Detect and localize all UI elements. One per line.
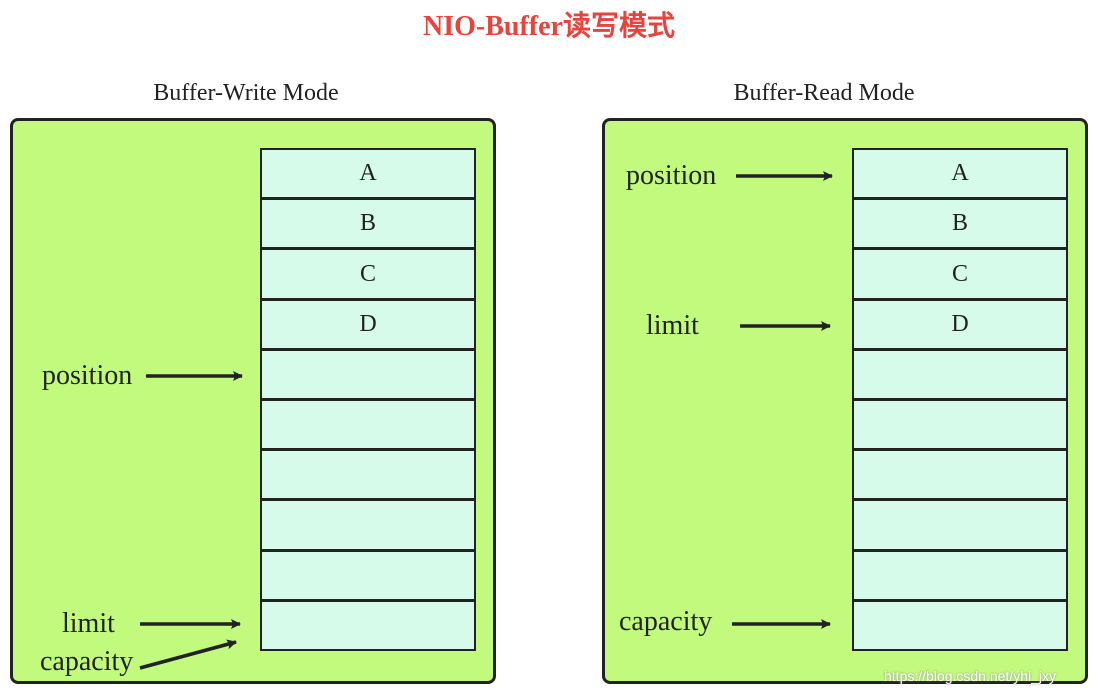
- buffer-cell: [262, 350, 474, 399]
- buffer-cell: [262, 551, 474, 599]
- buffer-cell: [262, 401, 474, 449]
- buffer-cell: B: [262, 200, 474, 248]
- read-position-label: position: [626, 160, 717, 191]
- read-limit-label: limit: [646, 310, 699, 341]
- buffer-cell: [854, 350, 1066, 399]
- watermark: https://blog.csdn.net/yhl_jxy: [884, 668, 1056, 684]
- read-mode-heading: Buffer-Read Mode: [733, 80, 915, 106]
- read-mode-buffer: A B C D: [852, 148, 1068, 651]
- buffer-cell: [262, 501, 474, 549]
- buffer-cell: A: [854, 150, 1066, 198]
- write-mode-buffer: A B C D: [260, 148, 476, 651]
- buffer-cell: [854, 551, 1066, 599]
- buffer-cell: D: [854, 300, 1066, 348]
- buffer-cell: C: [262, 250, 474, 298]
- buffer-cell: [854, 401, 1066, 449]
- buffer-cell: [854, 501, 1066, 549]
- buffer-cell: D: [262, 300, 474, 348]
- write-capacity-arrow: [139, 639, 237, 670]
- buffer-cell: [854, 601, 1066, 650]
- buffer-cell: [854, 451, 1066, 499]
- buffer-cell: C: [854, 250, 1066, 298]
- read-capacity-label: capacity: [619, 606, 713, 637]
- buffer-cell: [262, 451, 474, 499]
- write-position-label: position: [42, 360, 133, 391]
- buffer-cell: A: [262, 150, 474, 198]
- write-capacity-label: capacity: [40, 646, 134, 677]
- diagram-title: NIO-Buffer读写模式: [423, 11, 675, 42]
- buffer-cell: [262, 601, 474, 650]
- write-limit-label: limit: [62, 608, 115, 639]
- buffer-cell: B: [854, 200, 1066, 248]
- write-mode-heading: Buffer-Write Mode: [153, 80, 339, 106]
